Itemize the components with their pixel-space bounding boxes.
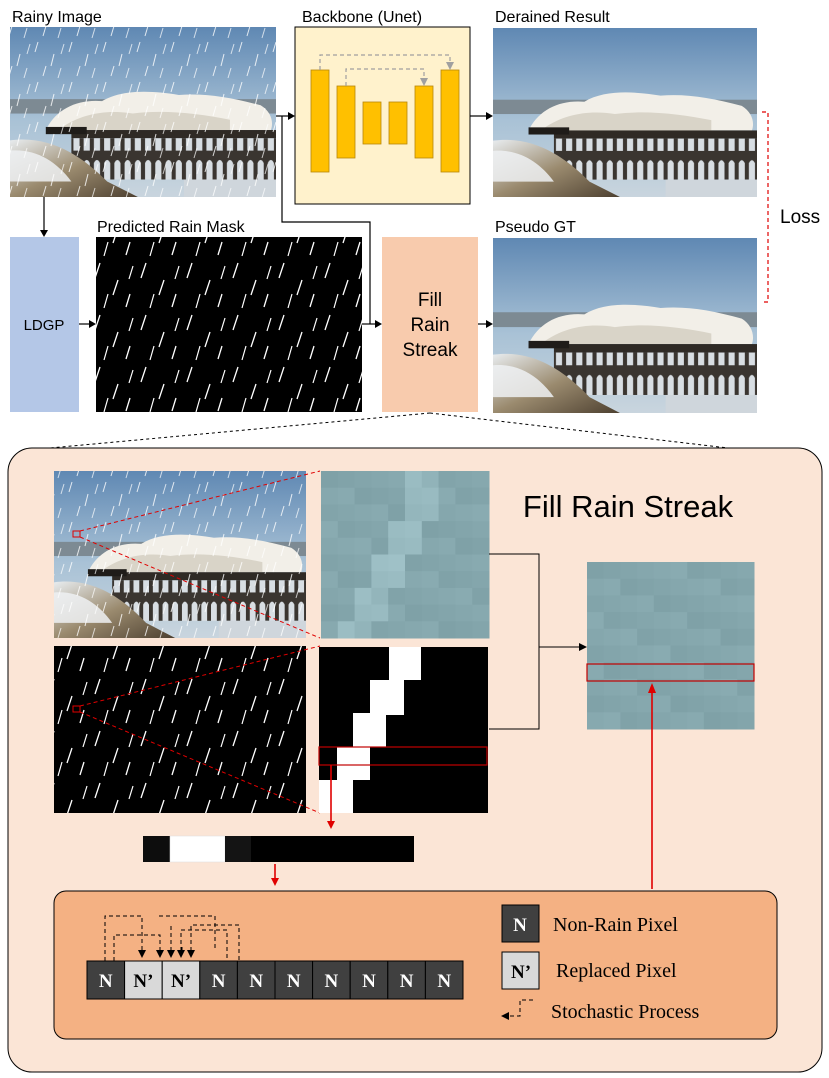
pixel-label-6: N [287,971,301,992]
detail-title: Fill Rain Streak [523,489,734,524]
derained-label: Derained Result [495,9,610,26]
mask-streak [319,647,421,813]
pixel-cell-7: N [312,960,351,1000]
legend-replaced-label: Replaced Pixel [556,960,677,982]
unet-bottleneck-block-1 [362,101,382,145]
fill-line-1: Fill [418,290,442,311]
pixel-label-7: N [325,971,339,992]
derained-image [493,28,757,197]
pixel-label-5: N [249,971,263,992]
mask-label: Predicted Rain Mask [97,219,246,236]
patch-zoom-lines [79,470,321,814]
unet-encoder-block-2 [336,85,356,159]
pixel-cell-5: N [236,960,276,1000]
unet-decoder-block-2 [440,69,460,173]
zoomed-rain-patch [321,471,490,639]
pixel-cell-6: N [274,960,314,1000]
pseudo-gt-image [493,238,757,413]
pipeline-arrows [43,115,486,325]
legend-replaced-symbol: N’ [511,962,531,983]
pixel-row: N N’ N’ N N N N N N N [86,960,464,1000]
fill-line-3: Streak [403,340,458,361]
pixel-cell-1: N [86,960,126,1000]
unet-encoder-block-1 [310,69,330,173]
legend-stochastic-icon [508,999,533,1017]
predicted-rain-mask [96,237,362,412]
backbone-label: Backbone (Unet) [302,9,422,26]
unet-backbone-box [294,26,471,205]
loss-bracket [762,111,769,303]
legend-nonrain-swatch [501,904,540,943]
pixel-cell-8: N [349,960,389,1000]
pixel-label-4: N [212,971,226,992]
zoom-line-right [429,412,729,449]
merge-connector [489,553,579,730]
pixel-cell-2: N’ [124,960,163,1000]
selected-row-marker [318,746,488,766]
fill-rain-streak-box: Fill Rain Streak [382,237,478,412]
detail-rainy-image [54,471,306,638]
ldgp-label: LDGP [24,317,65,334]
ldgp-box: LDGP [10,237,79,412]
arrow-rainy-to-fill [281,116,371,324]
rainy-image-label: Rainy Image [12,9,102,26]
pixel-label-9: N [400,971,414,992]
pixel-label-2: N’ [133,971,153,992]
pixel-cell-4: N [199,960,238,1000]
pixel-label-3: N’ [171,971,191,992]
fill-line-2: Rain [410,315,449,336]
pixel-label-1: N [99,971,113,992]
output-patch [587,562,755,730]
pixel-label-8: N [362,971,376,992]
pseudo-gt-label: Pseudo GT [495,219,576,236]
rainy-image [10,27,276,197]
legend-replaced-swatch [501,951,540,990]
detail-mask-image [54,646,306,813]
row-strip [143,835,414,863]
pixel-cell-3: N’ [161,960,201,1000]
unet-decoder-block-1 [414,85,434,159]
stochastic-arrows [104,915,240,961]
legend-stochastic-label: Stochastic Process [551,1001,700,1023]
legend: N Non-Rain Pixel N’ Replaced Pixel Stoch… [501,904,700,1023]
legend-nonrain-symbol: N [513,915,527,936]
skip-connection-inner [345,68,425,86]
skip-connection-outer [319,54,451,70]
zoom-line-left [49,412,431,449]
unet-bottleneck-block-2 [388,101,408,145]
pixel-label-10: N [437,971,451,992]
output-row-marker [586,663,755,682]
loss-label: Loss [780,207,820,228]
legend-nonrain-label: Non-Rain Pixel [553,914,678,936]
pixel-cell-9: N [387,960,426,1000]
patch-marker-mask [72,705,81,713]
zoomed-mask-patch [318,647,488,813]
pixel-cell-10: N [424,960,464,1000]
patch-marker-image [72,530,81,538]
red-arrows [274,693,653,889]
